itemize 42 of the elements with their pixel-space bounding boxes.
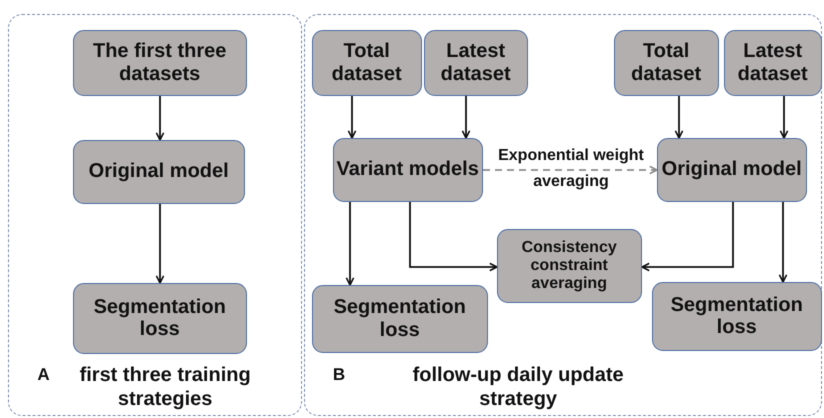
box-label: Total dataset	[630, 40, 702, 86]
arrow	[641, 202, 734, 272]
process-box	[312, 30, 422, 96]
arrow	[483, 166, 658, 174]
panel-letter: A	[37, 364, 50, 386]
box-label: Latest dataset	[736, 40, 809, 86]
process-box	[72, 30, 247, 96]
process-box	[614, 30, 719, 96]
arrow	[462, 96, 470, 139]
panel-caption: first three training strategies	[78, 363, 252, 411]
arrow	[674, 96, 684, 139]
box-label: The first three datasets	[92, 40, 228, 86]
arrow	[409, 202, 498, 272]
process-box	[332, 138, 483, 202]
box-label: Consistency constraint averaging	[520, 238, 618, 293]
box-label: Original model	[88, 160, 229, 183]
box-label: Segmentation loss	[332, 296, 467, 342]
arrow	[780, 96, 788, 139]
dashed-panel	[8, 14, 302, 416]
process-box	[72, 140, 245, 204]
box-label: Total dataset	[330, 40, 403, 86]
process-box	[652, 282, 822, 351]
box-label: Latest dataset	[440, 40, 512, 86]
process-box	[312, 284, 488, 353]
arrow	[156, 204, 164, 284]
panel-letter: B	[332, 364, 346, 386]
arrow	[348, 96, 356, 139]
box-label: Variant models	[336, 158, 479, 181]
process-box	[724, 30, 822, 96]
process-box	[72, 282, 247, 354]
process-box	[496, 228, 642, 303]
box-label: Segmentation loss	[92, 296, 227, 341]
dashed-panel	[304, 14, 822, 416]
arrow	[156, 96, 164, 141]
process-box	[424, 30, 528, 96]
panel-caption: follow-up daily update strategy	[412, 363, 625, 411]
box-label: Segmentation loss	[670, 294, 804, 339]
arrow	[778, 202, 788, 283]
arrow	[346, 202, 354, 286]
box-label: Original model	[662, 158, 802, 181]
edge-label: Exponential weight averaging	[497, 146, 645, 192]
process-box	[656, 138, 807, 202]
